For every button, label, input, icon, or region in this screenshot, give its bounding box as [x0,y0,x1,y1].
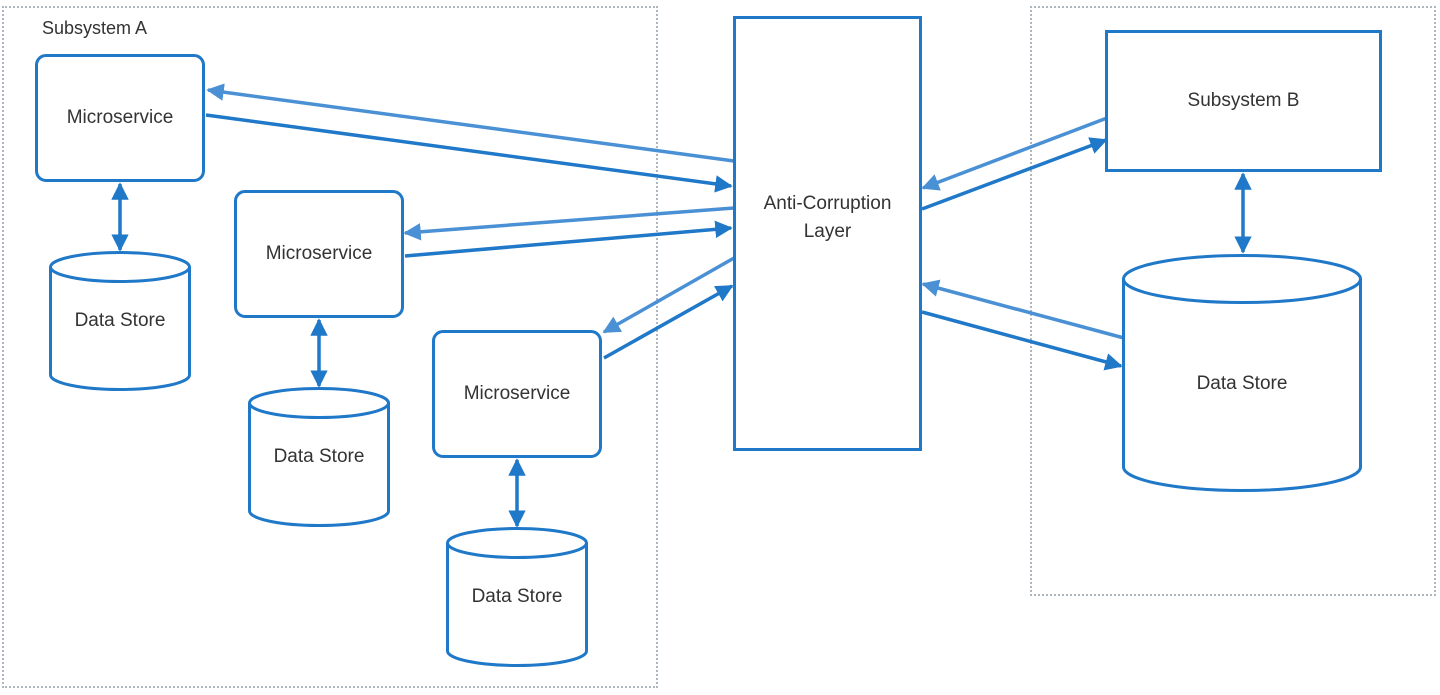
subsystem-b-region [1030,6,1436,596]
subsystem-b-box: Subsystem B [1105,30,1382,172]
microservice-box-2: Microservice [234,190,404,318]
data-store-label: Data Store [273,446,365,467]
data-store-label: Data Store [471,586,563,607]
anti-corruption-layer-box: Anti-Corruption Layer [733,16,922,451]
arrow-acl-to-microservice-3 [602,256,735,334]
cylinder-icon [446,527,588,667]
cylinder-icon [1122,254,1362,492]
subsystem-a-region [2,6,658,688]
cylinder-icon [248,387,390,527]
arrow-subsystem-b-to-acl [921,116,1108,191]
subsystem-b-label: Subsystem B [1187,90,1300,111]
arrow-microservice-1-to-acl [205,113,733,193]
arrow-acl-to-data-store-b [921,310,1123,371]
subsystem-a-label: Subsystem A [42,18,148,38]
data-store-1: Data Store [49,251,191,391]
microservice-box-1: Microservice [35,54,205,182]
microservice-label: Microservice [265,243,373,264]
anti-corruption-layer-label-line-2: Layer [803,221,852,242]
arrow-data-store-b-to-acl [921,279,1125,340]
arrow-acl-to-microservice-2 [403,206,735,241]
data-store-3: Data Store [446,527,588,667]
microservice-label: Microservice [463,383,571,404]
cylinder-icon [49,251,191,391]
arrow-microservice-3-to-acl [603,284,734,360]
microservice-box-3: Microservice [432,330,602,458]
data-store-subsystem-b: Data Store [1122,254,1362,492]
arrow-microservice-2-to-acl [404,220,733,258]
microservice-label: Microservice [66,107,174,128]
data-store-2: Data Store [248,387,390,527]
arrow-acl-to-subsystem-b [921,137,1108,211]
data-store-label: Data Store [74,310,166,331]
arrow-acl-to-microservice-1 [206,83,735,163]
data-store-label: Data Store [1196,373,1288,394]
anti-corruption-layer-label-line-1: Anti-Corruption [763,193,892,214]
